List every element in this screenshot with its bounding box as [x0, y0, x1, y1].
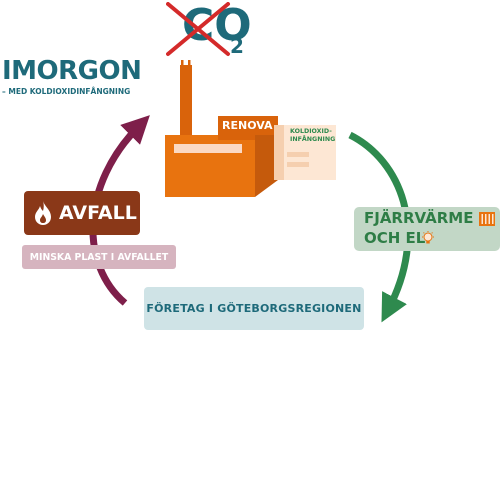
co2-subscript: 2	[230, 34, 244, 58]
factory-icon	[165, 60, 336, 197]
flame-icon	[35, 201, 51, 225]
foretag-label: FÖRETAG I GÖTEBORGSREGIONEN	[146, 302, 362, 315]
radiator-icon	[479, 212, 495, 226]
avfall-label: AVFALL	[59, 202, 137, 224]
lightbulb-icon	[422, 231, 434, 244]
green-arrow	[348, 131, 412, 323]
fjarrvarme-label: FJÄRRVÄRME	[364, 209, 474, 227]
renova-label: RENOVA	[222, 119, 273, 132]
cross-icon	[166, 2, 230, 56]
fjarrvarme-node: FJÄRRVÄRME OCH EL	[354, 207, 500, 251]
carbon-capture-label: KOLDIOXID-INFÅNGNING	[290, 128, 336, 143]
avfall-node: AVFALL	[24, 191, 140, 235]
co2-crossed-out: CO 2	[166, 2, 268, 62]
page-subtitle: – MED KOLDIOXIDINFÅNGNING	[2, 87, 131, 96]
minska-plast-label: MINSKA PLAST I AVFALLET	[29, 251, 169, 263]
minska-plast-node: MINSKA PLAST I AVFALLET	[22, 245, 176, 269]
och-el-label: OCH EL	[364, 229, 426, 247]
page-title: IMORGON	[2, 56, 142, 86]
foretag-node: FÖRETAG I GÖTEBORGSREGIONEN	[144, 287, 364, 330]
